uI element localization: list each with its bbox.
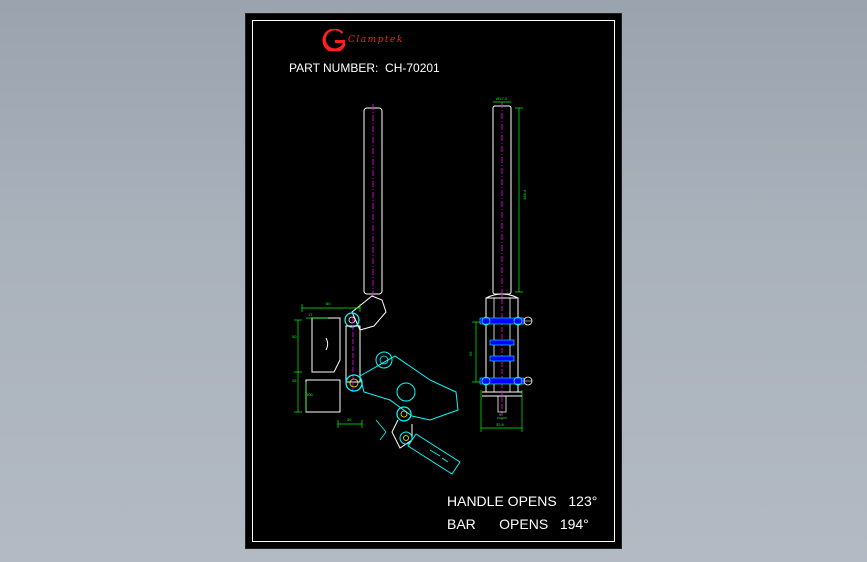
side-bar-pivot xyxy=(396,406,412,422)
front-dimension-text: Ø17.3 188.4 56 32.8 9 xyxy=(468,96,527,427)
side-spindle xyxy=(407,433,461,475)
side-base-body xyxy=(311,317,341,373)
part-number-line: PART NUMBER: CH-70201 xyxy=(289,61,440,75)
svg-text:45: 45 xyxy=(292,378,297,383)
handle-opens-value: 123° xyxy=(568,493,598,509)
svg-text:30: 30 xyxy=(347,417,352,422)
svg-text:17: 17 xyxy=(308,312,313,317)
side-lower-pivot xyxy=(345,374,363,392)
part-number-value: CH-70201 xyxy=(385,61,440,75)
drawing-border xyxy=(252,20,615,542)
handle-opens-spec: HANDLE OPENS 123° xyxy=(447,493,597,509)
handle-opens-label: HANDLE OPENS xyxy=(447,493,557,509)
side-clamp-bar xyxy=(391,419,413,449)
drawing-sheet xyxy=(245,13,622,549)
svg-text:9: 9 xyxy=(499,412,502,417)
svg-text:56: 56 xyxy=(468,351,473,356)
side-dimension-text: 80 17 50 45 100 30 xyxy=(292,301,352,422)
svg-text:188.4: 188.4 xyxy=(522,189,527,200)
svg-text:Ø17.3: Ø17.3 xyxy=(496,96,508,101)
svg-text:50: 50 xyxy=(292,334,297,339)
bar-opens-value: 194° xyxy=(559,516,589,532)
side-view: 80 17 50 45 100 30 xyxy=(292,104,461,475)
bar-opens-spec: BAR OPENS 194° xyxy=(447,516,589,532)
side-upper-pivot xyxy=(344,312,360,328)
front-view: Ø17.3 188.4 56 32.8 9 xyxy=(468,96,533,432)
bar-opens-label: BAR xyxy=(447,516,476,532)
svg-text:100: 100 xyxy=(306,392,313,397)
front-handle-grip xyxy=(492,105,512,295)
side-swing-arm xyxy=(359,355,459,421)
part-number-label: PART NUMBER: xyxy=(289,61,379,75)
bar-opens-word: OPENS xyxy=(499,516,549,532)
svg-text:80: 80 xyxy=(326,301,331,306)
side-dimensions xyxy=(294,304,363,428)
clamptek-logo-icon xyxy=(322,29,345,51)
brand-name: Clamptek xyxy=(348,35,404,45)
svg-text:32.8: 32.8 xyxy=(496,422,505,427)
front-dimensions xyxy=(472,101,523,432)
front-pins xyxy=(479,316,533,386)
